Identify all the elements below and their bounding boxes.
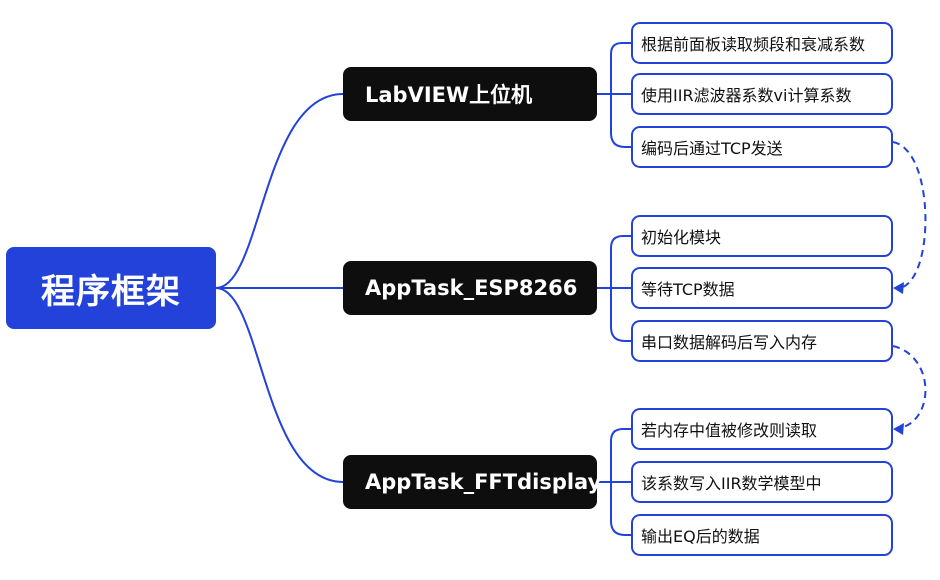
root-node: 程序框架 — [6, 247, 216, 329]
dashed-link-memory-to-read — [892, 345, 927, 429]
branch-esp8266: AppTask_ESP8266 — [343, 261, 597, 315]
leaf-fft-write-iir: 该系数写入IIR数学模型中 — [631, 461, 893, 503]
leaf-fft-read-memory: 若内存中值被修改则读取 — [631, 408, 893, 450]
leaf-esp-init: 初始化模块 — [631, 215, 893, 257]
root-to-branch-1-line — [215, 93, 344, 289]
root-to-branch-3-line — [215, 287, 344, 483]
dashed-link-2-arrowhead — [893, 423, 904, 435]
branch-1-trunk-line — [597, 42, 631, 148]
branch-3-trunk-line — [597, 428, 631, 536]
branch-fftdisplay: AppTask_FFTdisplay — [343, 455, 601, 509]
leaf-labview-calc-coeffs: 使用IIR滤波器系数vi计算系数 — [631, 73, 893, 115]
dashed-link-tcp-send-to-wait — [892, 141, 927, 289]
leaf-labview-read-params: 根据前面板读取频段和衰减系数 — [631, 22, 893, 64]
leaf-fft-output-eq: 输出EQ后的数据 — [631, 514, 893, 556]
leaf-esp-decode-write: 串口数据解码后写入内存 — [631, 320, 893, 362]
branch-labview: LabVIEW上位机 — [343, 67, 597, 121]
branch-2-trunk-line — [597, 235, 631, 342]
leaf-labview-tcp-send: 编码后通过TCP发送 — [631, 126, 893, 168]
leaf-esp-wait-tcp: 等待TCP数据 — [631, 267, 893, 309]
dashed-link-1-arrowhead — [893, 282, 904, 294]
